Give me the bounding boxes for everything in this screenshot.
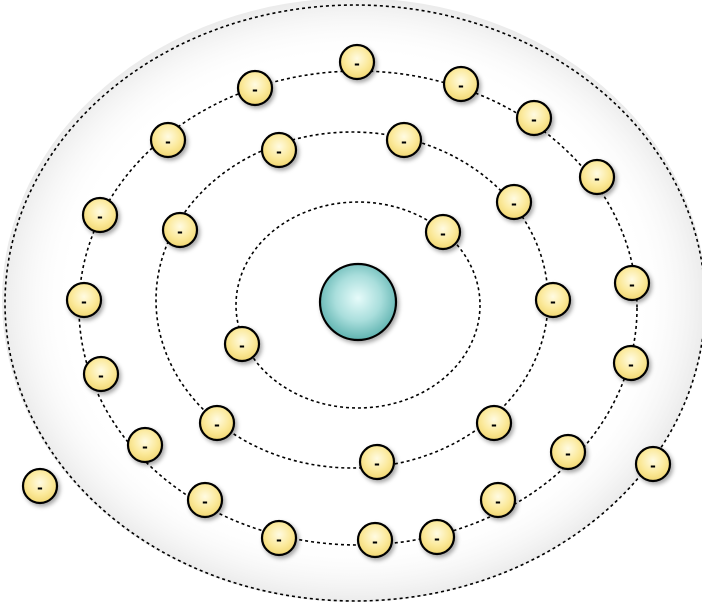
electron: - (536, 283, 570, 317)
electron-charge-label: - (97, 207, 103, 226)
electron-charge-label: - (374, 454, 380, 473)
electron: - (188, 483, 222, 517)
electron: - (636, 447, 670, 481)
electron: - (387, 123, 421, 157)
nucleus (320, 264, 396, 340)
electron-charge-label: - (276, 142, 282, 161)
electron-charge-label: - (98, 366, 104, 385)
electron: - (23, 469, 57, 503)
electron-charge-label: - (214, 415, 220, 434)
electron-charge-label: - (142, 437, 148, 456)
electron-charge-label: - (252, 80, 258, 99)
electron-charge-label: - (372, 532, 378, 551)
electron-charge-label: - (491, 415, 497, 434)
electron: - (444, 67, 478, 101)
electron-charge-label: - (440, 224, 446, 243)
electron-charge-label: - (511, 194, 517, 213)
electron-charge-label: - (276, 530, 282, 549)
electron: - (128, 428, 162, 462)
electron-charge-label: - (458, 76, 464, 95)
electron-charge-label: - (629, 275, 635, 294)
electron-charge-label: - (565, 444, 571, 463)
electron-charge-label: - (165, 132, 171, 151)
electron: - (225, 327, 259, 361)
electron: - (614, 346, 648, 380)
electron: - (238, 71, 272, 105)
electron: - (67, 283, 101, 317)
electron: - (200, 406, 234, 440)
electron: - (83, 198, 117, 232)
electron-charge-label: - (177, 222, 183, 241)
electron: - (615, 266, 649, 300)
electron-charge-label: - (495, 492, 501, 511)
electron-charge-label: - (550, 292, 556, 311)
electron-charge-label: - (354, 54, 360, 73)
electron-charge-label: - (531, 110, 537, 129)
electron-charge-label: - (202, 492, 208, 511)
electron-charge-label: - (239, 336, 245, 355)
electron: - (580, 160, 614, 194)
electron-charge-label: - (434, 529, 440, 548)
electron-charge-label: - (37, 478, 43, 497)
electron: - (517, 101, 551, 135)
electron: - (340, 45, 374, 79)
electron: - (477, 406, 511, 440)
electron: - (163, 213, 197, 247)
electron: - (262, 521, 296, 555)
electron: - (84, 357, 118, 391)
electron: - (481, 483, 515, 517)
electron: - (360, 445, 394, 479)
electron: - (151, 123, 185, 157)
electron: - (551, 435, 585, 469)
electron: - (358, 523, 392, 557)
electron: - (497, 185, 531, 219)
electron: - (426, 215, 460, 249)
electron-charge-label: - (401, 132, 407, 151)
electron-charge-label: - (650, 456, 656, 475)
electron-charge-label: - (81, 292, 87, 311)
electron-charge-label: - (594, 169, 600, 188)
electron: - (420, 520, 454, 554)
electron: - (262, 133, 296, 167)
electron-charge-label: - (628, 355, 634, 374)
